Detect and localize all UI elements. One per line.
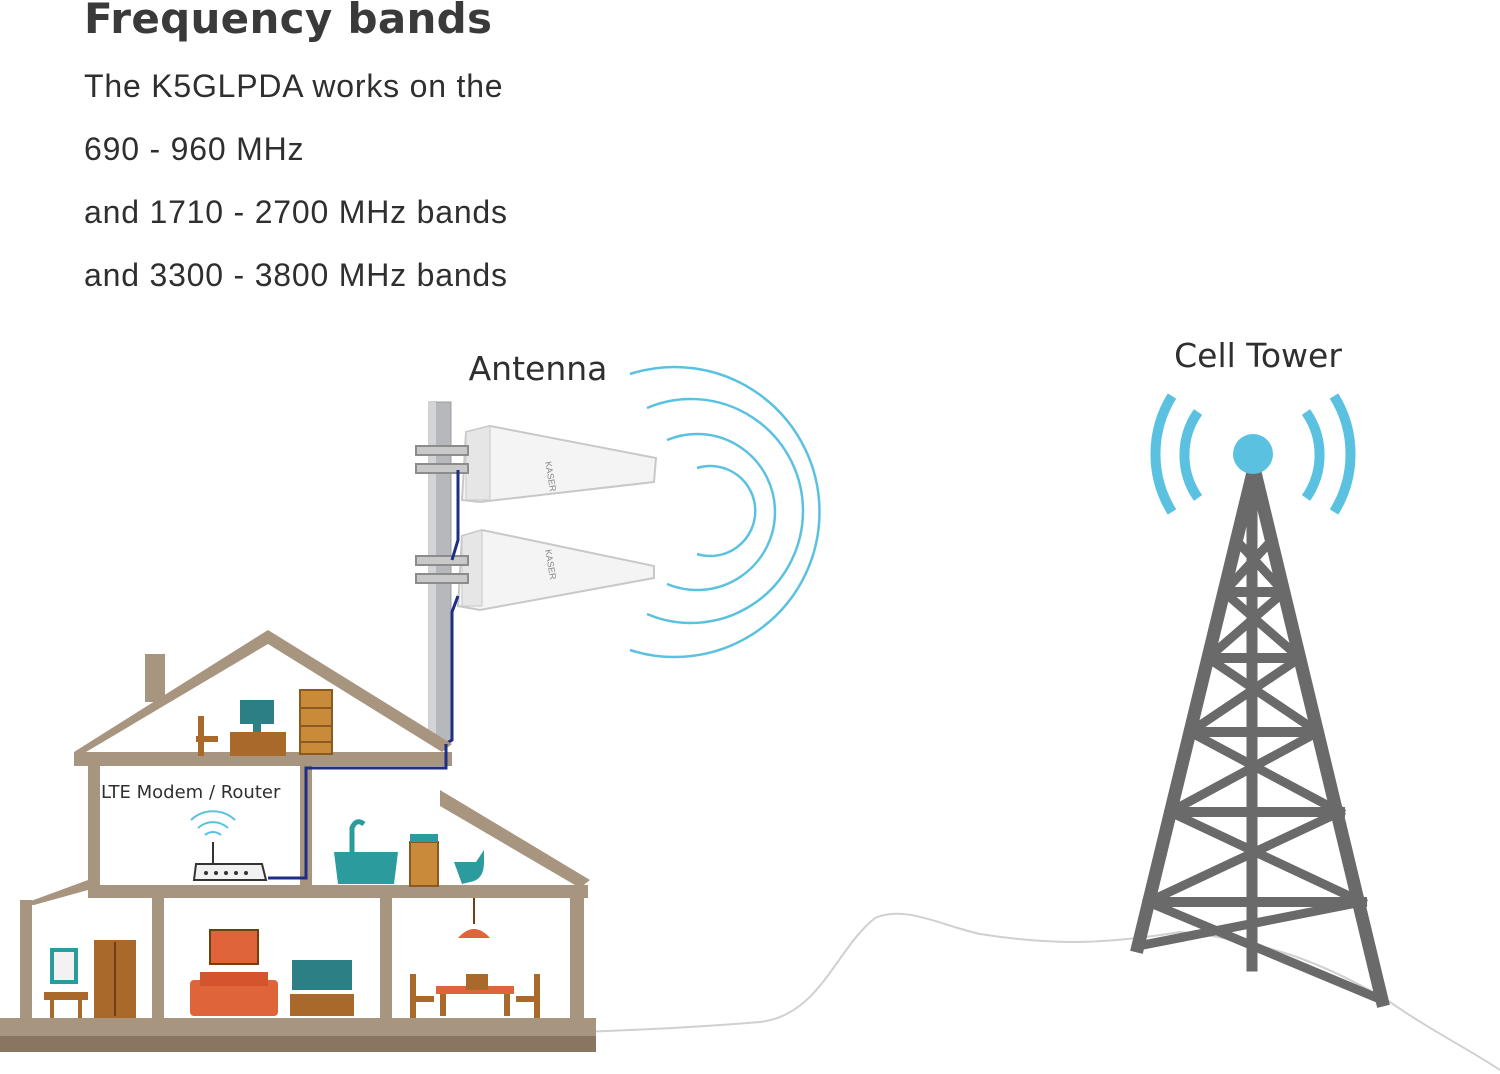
intro-line-2: 690 - 960 MHz: [84, 131, 305, 167]
intro-line-3: and 1710 - 2700 MHz bands: [84, 194, 508, 230]
attic-furniture: [196, 689, 333, 756]
modem-router-label: LTE Modem / Router: [101, 782, 281, 803]
tower-signal-icon: [1150, 393, 1356, 515]
intro-line-1: The K5GLPDA works on the: [84, 68, 504, 104]
antenna-signal-waves: [629, 365, 821, 659]
lower-left-furniture: [44, 940, 136, 1018]
antenna-icon: KASER KASER: [415, 401, 658, 748]
router-icon: [190, 810, 268, 881]
page-title: Frequency bands: [84, 0, 493, 43]
dining-room-furniture: [410, 898, 540, 1018]
bathroom-furniture: [334, 819, 484, 887]
antenna-label: Antenna: [469, 349, 608, 388]
house-icon: LTE Modem / Router: [0, 630, 596, 1052]
intro-line-4: and 3300 - 3800 MHz bands: [84, 257, 508, 293]
cell-tower-icon: [1130, 460, 1390, 1008]
living-room-furniture: [190, 929, 354, 1016]
cell-tower-label: Cell Tower: [1174, 336, 1342, 375]
